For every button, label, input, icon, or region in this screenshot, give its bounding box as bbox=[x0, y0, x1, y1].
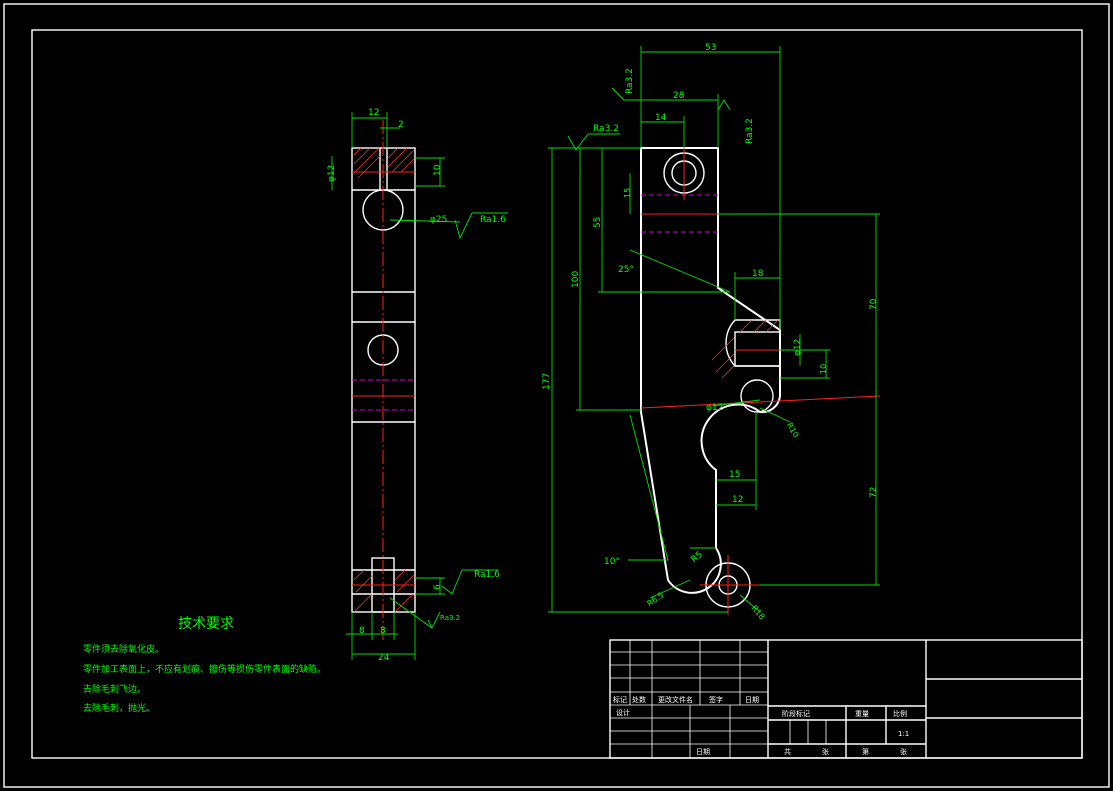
dim-70: 70 bbox=[869, 298, 879, 310]
ra-b: Ra3.2 bbox=[745, 118, 755, 144]
ra-top: Ra1.6 bbox=[480, 215, 506, 225]
dim-10b: 10 bbox=[819, 364, 828, 374]
right-view: 53 28 14 Ra3.2 Ra3.2 Ra3.2 15 55 100 177… bbox=[542, 43, 881, 621]
dim-8a: 8 bbox=[359, 626, 365, 636]
req-4: 去除毛刺，抛光。 bbox=[83, 702, 155, 714]
dim-18: 18 bbox=[752, 269, 764, 279]
dim-2: 2 bbox=[398, 120, 404, 130]
tb-h2: 处数 bbox=[632, 695, 646, 704]
dim-d12b: φ12 bbox=[793, 339, 803, 356]
dim-15b: 15 bbox=[729, 470, 740, 480]
r5: R5 bbox=[689, 550, 705, 565]
title-block: 标记 处数 更改文件名 签字 日期 设计 日期 阶段标记 重量 比例 1:1 共… bbox=[609, 639, 1083, 759]
dim-6: 6 bbox=[433, 584, 443, 590]
req-1: 零件须去除氧化皮。 bbox=[83, 643, 164, 655]
tb-scale: 1:1 bbox=[898, 730, 909, 738]
dim-d25: φ25 bbox=[430, 215, 447, 225]
ra-bottom: Ra1.6 bbox=[474, 570, 500, 580]
tb-total: 共 bbox=[784, 747, 791, 756]
tb-date: 日期 bbox=[696, 748, 710, 756]
ra-small: Ra3.2 bbox=[440, 614, 460, 622]
dim-28: 28 bbox=[673, 91, 685, 101]
tb-h3: 更改文件名 bbox=[658, 695, 693, 704]
dim-15: 15 bbox=[623, 188, 632, 198]
tb-scale-label: 比例 bbox=[893, 709, 907, 718]
tb-weight: 重量 bbox=[855, 710, 869, 718]
req-3: 去除毛刺飞边。 bbox=[83, 683, 146, 695]
dim-10: 10 bbox=[433, 164, 443, 176]
dim-8b: 8 bbox=[380, 626, 386, 636]
angle-25: 25° bbox=[618, 265, 634, 275]
inner-frame bbox=[31, 29, 1083, 759]
dim-72: 72 bbox=[869, 487, 879, 498]
outer-frame bbox=[3, 3, 1110, 788]
ra-c: Ra3.2 bbox=[593, 124, 619, 134]
ra-a: Ra3.2 bbox=[625, 68, 635, 94]
r6-5: R6.5 bbox=[645, 590, 665, 608]
dim-55: 55 bbox=[593, 217, 603, 228]
technical-requirements: 技术要求 零件须去除氧化皮。 零件加工表面上，不应有划痕、擦伤等损伤零件表面的缺… bbox=[83, 616, 326, 714]
dim-24: 24 bbox=[378, 653, 390, 663]
tb-design: 设计 bbox=[616, 708, 630, 717]
left-view: 12 2 φ12 10 φ25 Ra1.6 Ra1.6 Ra3.2 6 8 8 … bbox=[327, 108, 508, 663]
dim-12b: 12 bbox=[732, 495, 743, 505]
dim-177: 177 bbox=[542, 373, 552, 390]
dim-d12: φ12 bbox=[327, 165, 337, 182]
tb-h4: 签字 bbox=[709, 695, 723, 704]
tb-sheet2: 张 bbox=[900, 747, 907, 756]
req-2: 零件加工表面上，不应有划痕、擦伤等损伤零件表面的缺陷。 bbox=[83, 663, 326, 675]
dim-d12c: φ12 bbox=[706, 403, 723, 413]
dim-14: 14 bbox=[655, 113, 667, 123]
tb-sheet: 张 bbox=[822, 747, 829, 756]
angle-10: 10° bbox=[604, 557, 620, 567]
r10: R10 bbox=[785, 421, 801, 439]
tb-stage: 阶段标记 bbox=[782, 709, 810, 718]
dim-100: 100 bbox=[571, 271, 581, 288]
tb-no: 第 bbox=[862, 747, 869, 756]
tb-h5: 日期 bbox=[745, 696, 759, 704]
r18: R18 bbox=[750, 603, 767, 621]
dim-12: 12 bbox=[368, 108, 379, 118]
tech-title: 技术要求 bbox=[178, 616, 234, 632]
dim-53: 53 bbox=[705, 43, 716, 53]
tb-h1: 标记 bbox=[613, 695, 627, 704]
